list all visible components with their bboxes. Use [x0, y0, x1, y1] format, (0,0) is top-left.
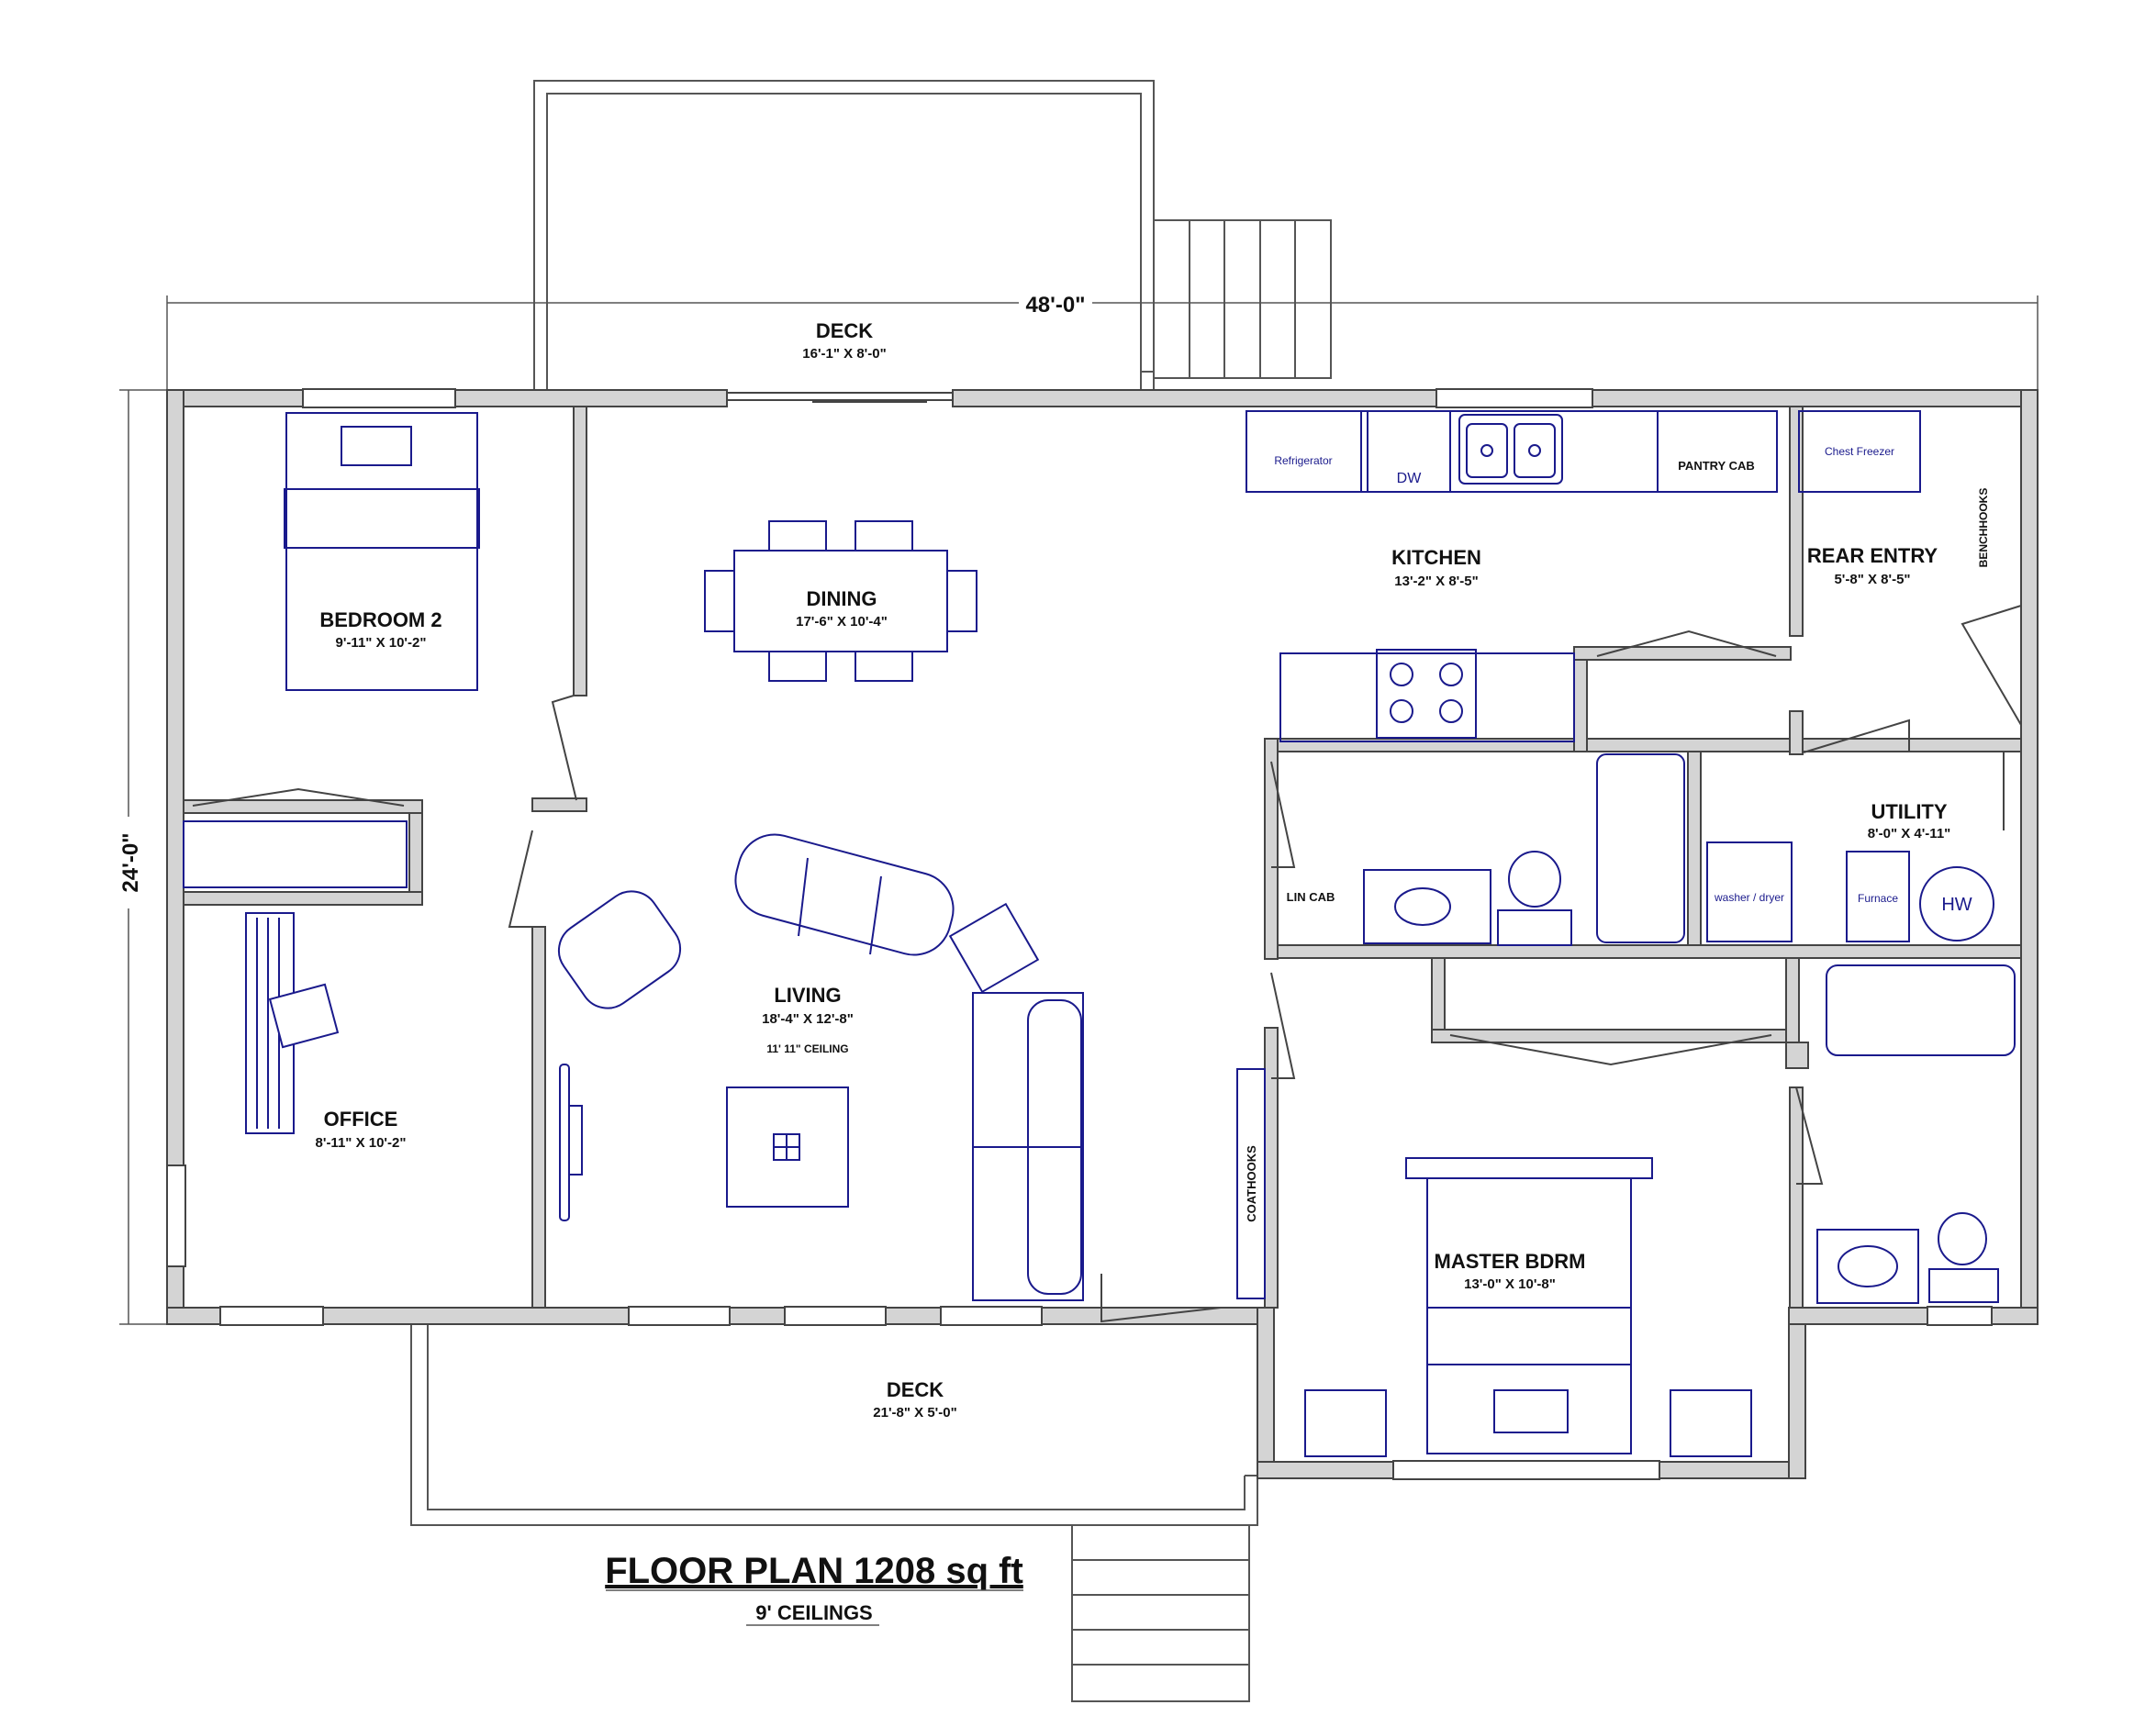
overall-width-dimension: [166, 295, 2039, 395]
office-desk: [245, 912, 340, 1134]
sectional-sofa: [972, 992, 1084, 1301]
bottom-deck-stairs: [1071, 1524, 1250, 1702]
dishwasher-label: DW: [1397, 471, 1423, 486]
master-name: MASTER BDRM: [1435, 1250, 1586, 1273]
stove: [1279, 649, 1575, 742]
master-bath-fixtures: [1816, 964, 2016, 1304]
interior-walls: [183, 406, 2022, 1309]
deck-bottom-size: 21'-8" X 5'-0": [873, 1405, 956, 1421]
bedroom2-size: 9'-11" X 10'-2": [336, 635, 427, 651]
coffee-table: [726, 1086, 849, 1208]
master-size: 13'-0" X 10'-8": [1464, 1276, 1556, 1292]
coathooks-label: COATHOOKS: [1245, 1145, 1258, 1222]
side-table: [948, 902, 1040, 994]
kitchen-size: 13'-2" X 8'-5": [1394, 574, 1478, 589]
utility-size: 8'-0" X 4'-11": [1868, 826, 1951, 841]
bedroom2-closet-shelf: [183, 820, 408, 888]
hall-bath-fixtures: [1363, 753, 1685, 946]
utility-appliances: [1706, 841, 1994, 942]
patio-sliding-door: [727, 392, 953, 403]
tv-console: [559, 1064, 583, 1221]
bedroom2-name: BEDROOM 2: [319, 608, 441, 631]
door-swings: [508, 605, 2022, 1323]
deck-top-size: 16'-1" X 8'-0": [802, 346, 886, 362]
deck-bottom-name: DECK: [887, 1378, 944, 1401]
windows: [166, 388, 1993, 1480]
benchhooks-label: BENCHHOOKS: [1977, 488, 1990, 568]
plan-subtitle: 9' CEILINGS: [755, 1601, 872, 1624]
furnace-label: Furnace: [1858, 892, 1898, 905]
dining-size: 17'-6" X 10'-4": [796, 614, 888, 630]
master-bed: [1304, 1157, 1752, 1457]
dining-table: [704, 520, 977, 682]
rear-entry-size: 5'-8" X 8'-5": [1834, 572, 1910, 587]
living-armchair: [557, 890, 682, 1009]
living-ceiling: 11' 11" CEILING: [766, 1042, 848, 1055]
overall-width-label: 48'-0": [1025, 293, 1085, 318]
deck-top-name: DECK: [816, 319, 873, 342]
kitchen-counter-top: [1246, 410, 1778, 493]
office-size: 8'-11" X 10'-2": [316, 1135, 407, 1151]
bottom-deck: [410, 1324, 1258, 1526]
washer-dryer-label: washer / dryer: [1714, 891, 1784, 904]
bed-bedroom2: [284, 412, 480, 691]
lin-cab-label: LIN CAB: [1287, 890, 1335, 904]
living-size: 18'-4" X 12'-8": [762, 1011, 854, 1027]
living-sofa: [734, 833, 955, 956]
dining-name: DINING: [807, 587, 877, 610]
chest-freezer-label: Chest Freezer: [1825, 445, 1894, 458]
overall-depth-label: 24'-0": [118, 832, 143, 892]
top-deck-stairs: [1153, 219, 1332, 379]
coathooks-rail: [1236, 1068, 1266, 1299]
utility-name: UTILITY: [1871, 800, 1947, 823]
rear-entry-name: REAR ENTRY: [1807, 544, 1938, 567]
pantry-label: PANTRY CAB: [1678, 459, 1755, 473]
living-name: LIVING: [774, 984, 841, 1007]
overall-depth-dimension: [119, 389, 170, 1325]
kitchen-name: KITCHEN: [1391, 546, 1481, 569]
chest-freezer: [1798, 410, 1921, 493]
refrigerator-label: Refrigerator: [1274, 454, 1332, 467]
top-deck: [533, 80, 1155, 390]
water-heater-label: HW: [1941, 895, 1972, 915]
plan-title: FLOOR PLAN 1208 sq ft: [605, 1551, 1023, 1591]
office-name: OFFICE: [324, 1108, 398, 1131]
closet-bifold-doors: [192, 496, 2005, 1066]
